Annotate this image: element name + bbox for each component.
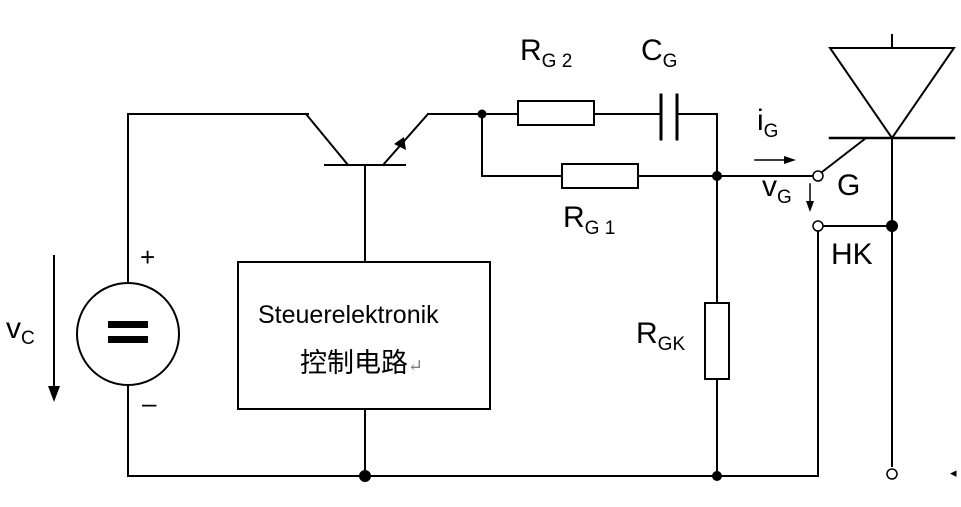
transistor-emitter [381, 112, 430, 167]
capacitor-cg [659, 93, 679, 141]
resistor-rg1 [561, 163, 639, 189]
hk-terminal [812, 220, 824, 232]
junction-bottom-center [359, 470, 371, 482]
rg2-label: RG 2 [520, 34, 572, 72]
transistor-collector [304, 112, 350, 167]
control-box [237, 261, 491, 410]
gate-label: G [837, 169, 860, 202]
junction-emitter [477, 109, 487, 119]
rgk-label: RGK [636, 317, 685, 355]
ig-arrow-head [784, 156, 796, 164]
vc-arrow-head [48, 386, 60, 402]
junction-cathode [886, 220, 898, 232]
vg-arrow [806, 183, 814, 212]
transistor-emitter-arrow [394, 137, 406, 150]
rg1-label: RG 1 [563, 201, 615, 239]
resistor-rgk [704, 302, 730, 380]
thyristor-triangle [828, 47, 956, 140]
source-minus-label: – [142, 388, 157, 418]
vc-arrow [48, 255, 60, 402]
cg-label: CG [641, 34, 677, 72]
ig-label: iG [757, 104, 778, 142]
ig-arrow [754, 156, 796, 164]
source-bar-top [108, 321, 148, 328]
source-bar-bottom [108, 336, 148, 343]
vg-arrow-head [806, 201, 814, 212]
resistor-rg2 [517, 100, 595, 126]
thyristor-bottom-terminal [886, 468, 898, 480]
transistor [304, 112, 430, 167]
control-box-cn-label: 控制电路↵ [300, 348, 423, 379]
wires [127, 34, 893, 477]
control-box-label: Steuerelektronik [258, 301, 439, 329]
hk-label: HK [831, 238, 873, 271]
source-plus-label: + [140, 242, 155, 272]
source-circle [76, 282, 180, 386]
gate-terminal [812, 170, 824, 182]
thyristor [828, 47, 956, 140]
junctions [359, 109, 898, 482]
vc-label: vC [6, 312, 35, 349]
vg-label: vG [762, 170, 792, 208]
edge-mark: ◂ [950, 465, 957, 480]
voltage-source: + – [76, 242, 180, 418]
junction-gate-node [712, 171, 722, 181]
gate-lead [820, 136, 868, 174]
junction-bottom-rgk [712, 471, 722, 481]
